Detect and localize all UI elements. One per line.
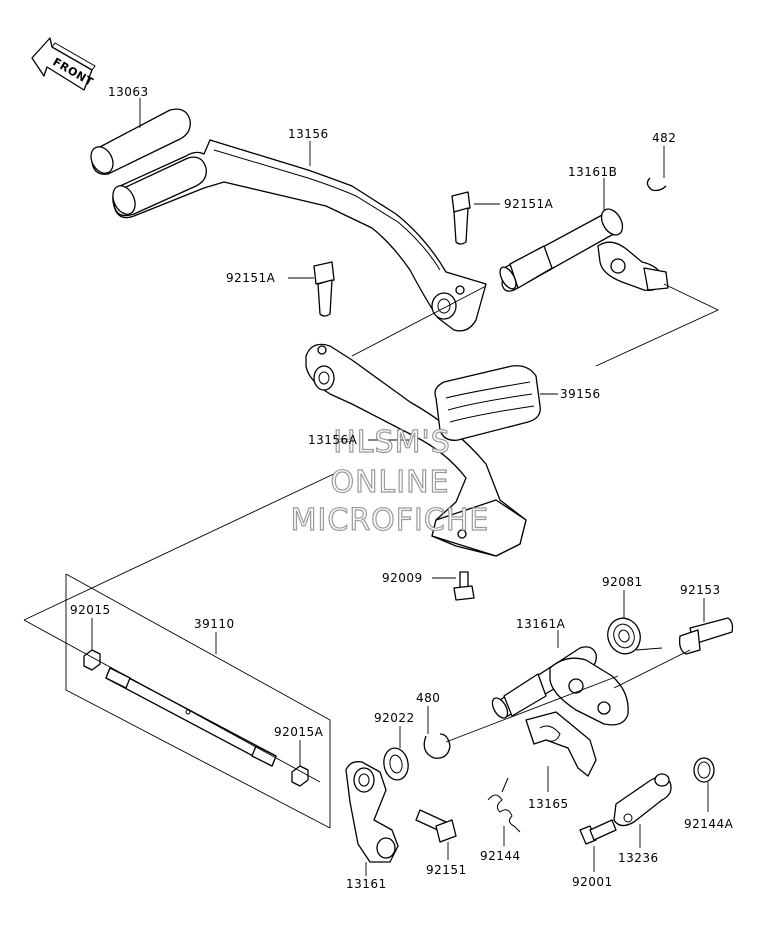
label-92015A: 92015A <box>274 725 324 739</box>
part-92081-spring <box>607 617 663 655</box>
label-13161: 13161 <box>346 877 387 891</box>
part-13156A-lever <box>305 343 527 557</box>
part-13236-arm <box>613 773 672 827</box>
part-480-circlip <box>423 733 451 759</box>
label-92151A-top: 92151A <box>504 197 554 211</box>
label-92015: 92015 <box>70 603 111 617</box>
label-92151: 92151 <box>426 863 467 877</box>
label-482: 482 <box>652 131 676 145</box>
part-39110-rod <box>105 667 277 767</box>
label-92009: 92009 <box>382 571 423 585</box>
watermark-line-2: ONLINE <box>330 465 449 500</box>
part-92009-screw <box>453 571 475 601</box>
label-13236: 13236 <box>618 851 659 865</box>
label-92001: 92001 <box>572 875 613 889</box>
part-labels: 13063 13156 482 13161B 92151A 92151A 391… <box>70 85 734 891</box>
part-92015A-nut <box>291 765 309 787</box>
label-480: 480 <box>416 691 440 705</box>
label-13063: 13063 <box>108 85 149 99</box>
part-92144-spring <box>487 777 521 833</box>
part-13165-plate <box>525 711 597 777</box>
reference-lines <box>23 283 720 829</box>
label-13161A: 13161A <box>516 617 566 631</box>
watermark-line-3: MICROFICHE <box>291 503 490 538</box>
label-92153: 92153 <box>680 583 721 597</box>
label-92151A-mid: 92151A <box>226 271 276 285</box>
label-13156: 13156 <box>288 127 329 141</box>
label-92022: 92022 <box>374 711 415 725</box>
label-39156: 39156 <box>560 387 601 401</box>
part-92151-bolt <box>415 809 457 843</box>
part-39156-pedal-pad <box>434 365 541 441</box>
label-13156A: 13156A <box>308 433 358 447</box>
label-92144: 92144 <box>480 849 521 863</box>
label-92144A: 92144A <box>684 817 734 831</box>
label-13161B: 13161B <box>568 165 617 179</box>
label-39110: 39110 <box>194 617 235 631</box>
label-92081: 92081 <box>602 575 643 589</box>
part-13156-lever <box>112 139 487 332</box>
part-92001-bolt <box>579 819 617 845</box>
watermark: HLSM'S ONLINE MICROFICHE <box>290 424 490 538</box>
part-92153-bolt <box>678 617 734 655</box>
part-13063-grip <box>90 108 191 175</box>
watermark-line-1: HLSM'S <box>333 425 451 460</box>
leader-lines <box>91 98 709 876</box>
part-482-clip <box>646 177 667 192</box>
part-92151A-bolt-top <box>451 191 471 245</box>
label-13165: 13165 <box>528 797 569 811</box>
part-13161-lever <box>345 761 399 863</box>
part-92151A-bolt-mid <box>313 261 335 317</box>
part-92144A-spring <box>693 757 715 783</box>
front-arrow-icon: FRONT <box>31 37 96 91</box>
part-92022-washer <box>383 747 409 781</box>
part-13161A-shaft <box>491 646 629 726</box>
part-13161B-shaft <box>499 208 669 292</box>
